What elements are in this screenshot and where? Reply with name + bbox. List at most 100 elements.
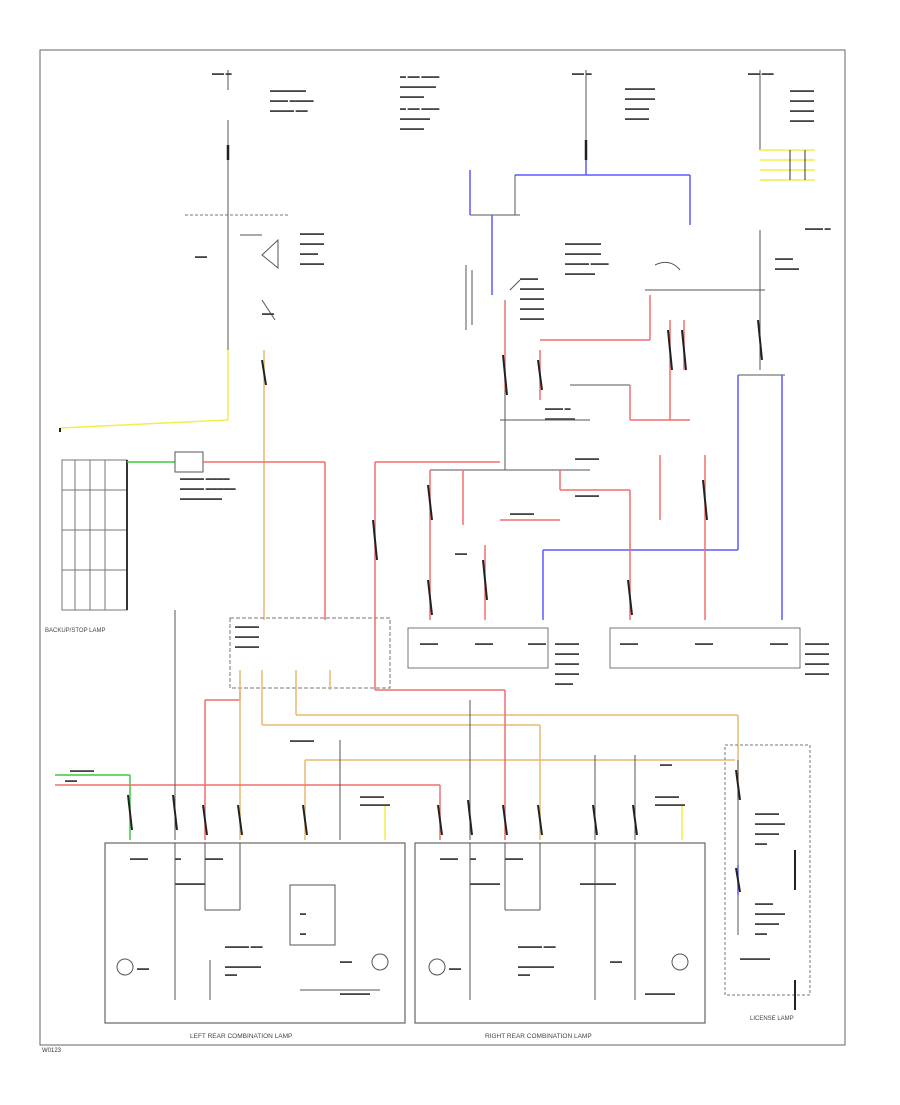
wire-blue-right: ▬▬▬ ▬▬▬▬	[542, 230, 799, 620]
license-lamp: ▬▬▬▬ ▬▬▬▬▬ ▬▬▬▬ ▬▬ ▬▬▬ ▬▬▬▬▬ ▬▬▬▬ ▬▬ ▬▬▬…	[724, 744, 811, 1022]
left-rear-combination-lamp-label: LEFT REAR COMBINATION LAMP	[190, 1033, 292, 1040]
svg-text:▬▬▬▬▬▬: ▬▬▬▬▬▬	[400, 84, 436, 90]
svg-text:▬▬▬▬ ▬▬▬▬: ▬▬▬▬ ▬▬▬▬	[180, 476, 230, 482]
svg-text:▬▬▬: ▬▬▬	[555, 681, 573, 687]
svg-text:▬▬▬▬: ▬▬▬▬	[300, 241, 324, 247]
svg-text:▬▬ ▬: ▬▬ ▬	[572, 71, 592, 77]
svg-text:▬▬▬▬ ▬▬: ▬▬▬▬ ▬▬	[270, 108, 308, 114]
svg-text:▬▬▬▬: ▬▬▬▬	[575, 456, 599, 462]
svg-text:▬▬▬ ▬▬▬▬: ▬▬▬ ▬▬▬▬	[270, 98, 314, 104]
svg-text:▬▬▬▬: ▬▬▬▬	[235, 634, 259, 640]
svg-text:▬▬▬▬: ▬▬▬▬	[235, 624, 259, 630]
svg-text:▬▬: ▬▬	[137, 966, 149, 972]
svg-text:▬▬: ▬▬	[449, 966, 461, 972]
svg-text:▬▬: ▬▬	[518, 972, 530, 978]
right-rear-combination-lamp: ▬▬▬ ▬ ▬▬▬ ▬▬▬▬▬ ▬▬▬▬▬▬ ▬▬ ▬▬▬▬ ▬▬ ▬▬▬▬▬▬…	[414, 842, 706, 1040]
svg-text:▬▬▬▬▬: ▬▬▬▬▬	[740, 956, 770, 962]
svg-text:▬▬▬: ▬▬▬	[528, 641, 546, 647]
svg-text:▬▬▬: ▬▬▬	[620, 641, 638, 647]
svg-text:▬▬: ▬▬	[225, 972, 237, 978]
svg-text:▬▬: ▬▬	[610, 959, 622, 965]
svg-text:▬▬▬▬▬: ▬▬▬▬▬	[545, 416, 575, 422]
svg-text:▬▬▬▬▬▬: ▬▬▬▬▬▬	[565, 251, 601, 257]
fuse-block-center-left: ▬ ▬▬ ▬▬▬ ▬▬▬▬▬▬ ▬▬▬▬ ▬ ▬▬ ▬▬▬ ▬▬▬▬▬ ▬▬▬▬	[400, 74, 439, 132]
svg-text:▬: ▬	[300, 911, 306, 917]
wire-grid-to-module: ▬▬▬▬ ▬▬▬▬ ▬▬▬▬ ▬▬▬▬▬ ▬▬▬▬▬▬▬	[127, 451, 326, 620]
wire-red-middle-bus: ▬▬ ▬▬▬▬ ▬▬▬▬ ▬▬▬▬	[427, 455, 708, 620]
svg-text:▬▬▬▬: ▬▬▬▬	[520, 286, 544, 292]
right-rear-combination-lamp-label: RIGHT REAR COMBINATION LAMP	[485, 1033, 592, 1040]
diagram-code: W0123	[42, 1048, 62, 1054]
svg-text:▬▬▬▬: ▬▬▬▬	[520, 316, 544, 322]
svg-text:▬▬▬▬ ▬▬: ▬▬▬▬ ▬▬	[518, 944, 556, 950]
svg-text:▬▬▬▬: ▬▬▬▬	[520, 296, 544, 302]
svg-text:▬▬▬▬: ▬▬▬▬	[755, 811, 779, 817]
svg-text:▬▬▬▬: ▬▬▬▬	[805, 651, 829, 657]
svg-text:▬▬▬▬▬: ▬▬▬▬▬	[625, 96, 655, 102]
svg-text:▬▬: ▬▬	[65, 778, 77, 784]
wire-red-center-up	[372, 461, 500, 620]
svg-text:▬▬▬: ▬▬▬	[695, 641, 713, 647]
svg-text:▬▬▬▬: ▬▬▬▬	[790, 108, 814, 114]
svg-text:▬▬▬▬ ▬▬▬: ▬▬▬▬ ▬▬▬	[565, 261, 609, 267]
svg-text:▬▬▬: ▬▬▬	[440, 856, 458, 862]
svg-text:▬▬▬▬: ▬▬▬▬	[555, 671, 579, 677]
svg-text:▬▬▬▬: ▬▬▬▬	[360, 794, 384, 800]
svg-text:▬▬▬▬▬▬: ▬▬▬▬▬▬	[518, 964, 554, 970]
svg-text:▬▬▬▬▬: ▬▬▬▬▬	[340, 991, 370, 997]
svg-text:▬▬▬▬: ▬▬▬▬	[300, 231, 324, 237]
svg-text:▬▬▬▬: ▬▬▬▬	[70, 768, 94, 774]
svg-text:▬▬▬▬: ▬▬▬▬	[400, 94, 424, 100]
left-rear-combination-lamp: ▬▬▬ ▬ ▬▬▬ ▬▬▬▬▬ ▬ ▬ ▬▬ ▬▬▬▬ ▬▬ ▬▬▬▬▬▬ ▬▬…	[104, 842, 406, 1040]
svg-text:▬▬▬▬▬▬: ▬▬▬▬▬▬	[270, 88, 306, 94]
lower-harness: ▬▬▬▬ ▬▬ ▬▬▬▬ ▬▬▬▬ ▬▬▬▬▬ ▬▬▬▬ ▬▬▬▬▬ ▬▬	[55, 610, 739, 840]
svg-text:▬▬▬▬: ▬▬▬▬	[555, 661, 579, 667]
svg-text:▬▬▬▬▬: ▬▬▬▬▬	[755, 911, 785, 917]
svg-text:▬▬▬: ▬▬▬	[775, 256, 793, 262]
right-upper-circuit: ▬▬▬▬▬▬ ▬▬▬▬▬▬ ▬▬▬▬ ▬▬▬ ▬▬▬▬▬ ▬▬▬ ▬▬▬▬ ▬▬…	[465, 160, 765, 470]
svg-text:▬▬▬▬: ▬▬▬▬	[655, 794, 679, 800]
wire-yellow-left	[59, 350, 229, 432]
svg-text:▬▬▬▬: ▬▬▬▬	[755, 831, 779, 837]
connector-block-right: ▬▬▬ ▬▬▬ ▬▬▬ ▬▬▬▬ ▬▬▬▬ ▬▬▬▬ ▬▬▬▬	[609, 627, 829, 677]
svg-text:▬▬▬▬ ▬▬▬▬▬: ▬▬▬▬ ▬▬▬▬▬	[180, 486, 236, 492]
svg-text:▬▬▬▬: ▬▬▬▬	[555, 651, 579, 657]
svg-text:▬: ▬	[470, 856, 476, 862]
svg-text:▬▬▬: ▬▬▬	[475, 641, 493, 647]
svg-text:▬▬▬: ▬▬▬	[205, 856, 223, 862]
wire-orange-center	[261, 350, 267, 620]
svg-text:▬▬▬▬: ▬▬▬▬	[805, 661, 829, 667]
svg-text:▬▬▬▬: ▬▬▬▬	[790, 88, 814, 94]
svg-text:▬▬▬: ▬▬▬	[420, 641, 438, 647]
svg-text:▬▬▬: ▬▬▬	[520, 276, 538, 282]
svg-text:▬▬▬▬: ▬▬▬▬	[790, 98, 814, 104]
svg-text:▬▬▬ ▬: ▬▬▬ ▬	[545, 406, 571, 412]
svg-text:▬▬▬▬▬: ▬▬▬▬▬	[755, 821, 785, 827]
svg-text:▬▬▬▬▬▬: ▬▬▬▬▬▬	[580, 881, 616, 887]
svg-text:▬▬▬▬: ▬▬▬▬	[300, 261, 324, 267]
svg-text:▬▬▬▬: ▬▬▬▬	[755, 921, 779, 927]
svg-text:▬▬▬▬: ▬▬▬▬	[400, 126, 424, 132]
svg-text:▬▬ ▬▬: ▬▬ ▬▬	[748, 71, 774, 77]
fuse-block-center-right: ▬▬ ▬ ▬▬▬▬▬ ▬▬▬▬▬ ▬▬▬▬ ▬▬▬▬	[572, 70, 655, 160]
svg-text:▬▬▬▬▬▬▬: ▬▬▬▬▬▬▬	[180, 496, 222, 502]
svg-text:▬▬▬▬▬▬: ▬▬▬▬▬▬	[225, 964, 261, 970]
svg-text:▬▬▬▬: ▬▬▬▬	[235, 644, 259, 650]
svg-text:▬: ▬	[300, 931, 306, 937]
svg-text:▬▬▬: ▬▬▬	[300, 251, 318, 257]
svg-text:▬▬: ▬▬	[340, 959, 352, 965]
svg-text:▬▬▬▬: ▬▬▬▬	[290, 738, 314, 744]
svg-text:▬▬▬▬: ▬▬▬▬	[805, 671, 829, 677]
svg-text:▬▬▬▬: ▬▬▬▬	[775, 266, 799, 272]
svg-text:▬▬▬▬: ▬▬▬▬	[625, 116, 649, 122]
svg-text:▬▬: ▬▬	[455, 551, 467, 557]
svg-text:▬: ▬	[175, 856, 181, 862]
fuse-block-left: ▬▬ ▬ ▬▬▬▬▬▬ ▬▬▬ ▬▬▬▬ ▬▬▬▬ ▬▬	[212, 70, 314, 215]
svg-text:▬▬▬▬▬: ▬▬▬▬▬	[175, 881, 205, 887]
svg-text:▬ ▬▬ ▬▬▬: ▬ ▬▬ ▬▬▬	[400, 106, 439, 112]
svg-text:▬▬▬▬: ▬▬▬▬	[790, 118, 814, 124]
svg-text:▬▬▬▬: ▬▬▬▬	[625, 106, 649, 112]
diagram-border	[39, 49, 846, 1046]
